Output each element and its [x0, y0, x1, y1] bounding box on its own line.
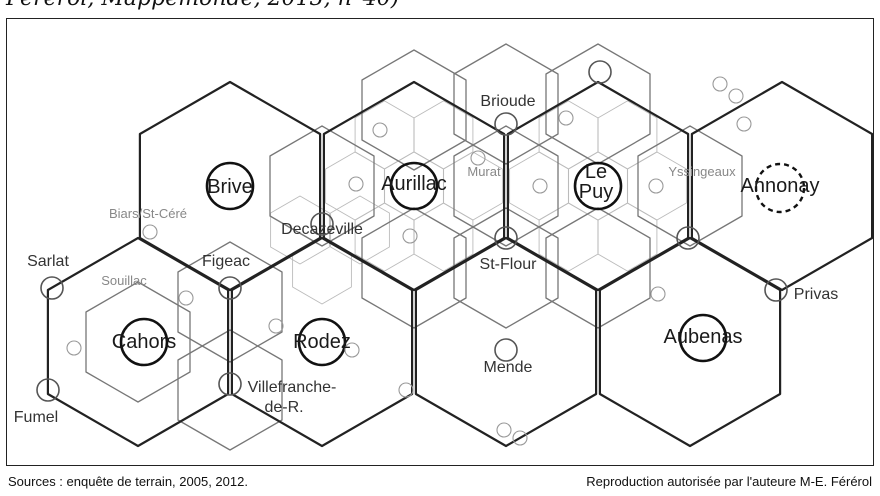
city-label-souillac: Souillac	[101, 273, 147, 288]
city-label-annonay: Annonay	[741, 175, 820, 197]
city-label-yssingeaux: Yssingeaux	[668, 164, 736, 179]
mid-hexagon-9	[453, 207, 559, 329]
city-label-st-flour: St-Flour	[480, 256, 538, 273]
node-f	[736, 116, 752, 132]
node-b	[372, 122, 388, 138]
map-frame	[6, 18, 874, 466]
mid-hexagon-10	[545, 207, 651, 329]
node-h	[344, 342, 360, 358]
credit-note: Reproduction autorisée par l'auteure M-E…	[586, 474, 872, 489]
node-i	[398, 382, 414, 398]
annonay-marker	[754, 162, 806, 214]
murat-marker	[470, 150, 486, 166]
major-hexagon-mende	[414, 236, 598, 448]
souillac-marker	[66, 340, 82, 356]
brive-marker	[205, 161, 255, 211]
figure-caption: Férérol, Mappemonde, 2013, n°40)	[6, 0, 399, 11]
privas-marker	[764, 278, 788, 302]
city-label-rodez: Rodez	[293, 331, 351, 353]
aurillac-marker	[389, 161, 439, 211]
mid-hexagon-7	[177, 241, 283, 363]
minor-hexagon-10	[509, 151, 569, 221]
node-m	[178, 290, 194, 306]
minor-hexagon-layer	[270, 100, 687, 305]
mid-hexagon-6	[85, 281, 191, 403]
major-hexagon-aubenas	[598, 236, 782, 448]
minor-hexagon-13	[568, 151, 628, 221]
aubenas-marker	[678, 313, 728, 363]
node-n	[268, 318, 284, 334]
brioude-marker	[494, 112, 518, 136]
city-label-villefranche-line2: de-R.	[264, 399, 303, 416]
mid-hexagon-11	[361, 207, 467, 329]
sarlat-marker	[40, 276, 64, 300]
city-label-brive: Brive	[207, 176, 253, 198]
city-label-privas: Privas	[794, 286, 838, 303]
minor-hexagon-3	[325, 151, 385, 221]
minor-hexagon-16	[330, 195, 390, 265]
city-label-mende: Mende	[484, 359, 533, 376]
node-d	[648, 178, 664, 194]
node-o	[650, 286, 666, 302]
city-label-figeac: Figeac	[202, 253, 250, 270]
node-c	[532, 178, 548, 194]
yssingeaux-marker	[676, 226, 700, 250]
major-hexagon-aurillac	[322, 80, 506, 292]
major-hexagon-cahors	[46, 236, 230, 448]
major-hexagon-rodez	[230, 236, 414, 448]
mid-hexagon-8	[177, 329, 283, 451]
node-j	[402, 228, 418, 244]
node-l	[496, 422, 512, 438]
city-label-aubenas: Aubenas	[664, 326, 743, 348]
biars-marker	[142, 224, 158, 240]
mende-marker	[494, 338, 518, 362]
node-e	[728, 88, 744, 104]
mid-hexagon-1	[453, 125, 559, 247]
city-label-aurillac: Aurillac	[381, 173, 447, 195]
node-p	[558, 110, 574, 126]
minor-hexagon-7	[627, 151, 687, 221]
city-label-le-puy-line2: Puy	[579, 181, 613, 203]
north-node-marker	[588, 60, 612, 84]
city-label-cahors: Cahors	[112, 331, 176, 353]
fumel-marker	[36, 378, 60, 402]
sources-note: Sources : enquête de terrain, 2005, 2012…	[8, 474, 248, 489]
city-label-sarlat: Sarlat	[27, 253, 69, 270]
rodez-marker	[297, 317, 347, 367]
decazeville-marker	[310, 212, 334, 236]
city-markers	[36, 60, 806, 446]
city-label-decazeville: Decazeville	[281, 221, 363, 238]
mid-hexagon-5	[453, 43, 559, 165]
node-a	[348, 176, 364, 192]
node-g	[712, 76, 728, 92]
villefranche-marker	[218, 372, 242, 396]
le-puy-marker	[573, 161, 623, 211]
city-label-fumel: Fumel	[14, 409, 58, 426]
city-label-brioude: Brioude	[480, 93, 535, 110]
node-k	[512, 430, 528, 446]
mid-hexagon-3	[637, 125, 743, 247]
city-label-le-puy-line1: Le	[585, 161, 607, 183]
city-label-villefranche-line1: Villefranche-	[248, 379, 337, 396]
mid-hexagon-4	[361, 49, 467, 171]
st-flour-marker	[494, 226, 518, 250]
major-hexagon-le-puy	[506, 80, 690, 292]
figeac-marker	[218, 276, 242, 300]
city-label-murat: Murat	[467, 164, 501, 179]
cahors-marker	[119, 317, 169, 367]
minor-hexagon-6	[384, 151, 444, 221]
major-hexagon-annonay	[690, 80, 874, 292]
city-label-biars-st-cere: Biars/St-Céré	[109, 206, 187, 221]
mid-hexagon-0	[269, 125, 375, 247]
major-hexagon-brive	[138, 80, 322, 292]
major-hexagon-layer	[46, 80, 874, 448]
